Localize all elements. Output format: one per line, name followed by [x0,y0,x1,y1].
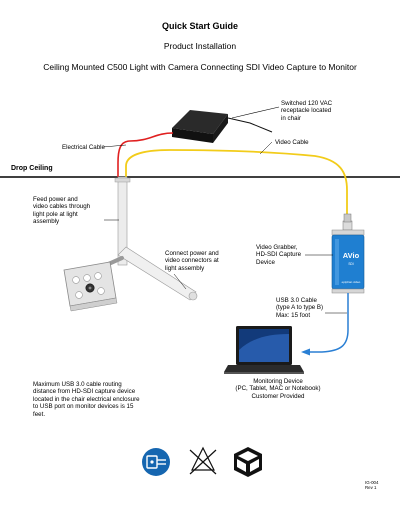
device-brand: AVio [343,251,360,260]
video-grabber-icon: AVio SDI epiphan video [331,213,365,294]
usb-cable [310,293,349,353]
power-adapter-icon [172,110,273,143]
video-cable [125,149,348,222]
diagram-subtitle: Ceiling Mounted C500 Light with Camera C… [43,62,357,72]
device-maker: epiphan video [342,280,361,284]
electrical-cable [117,132,174,177]
electrical-connection-icon [142,448,170,476]
feed-power-label: Feed power and video cables through ligh… [33,196,91,226]
drop-ceiling-label: Drop Ceiling [11,165,53,172]
do-not-recycle-icon [189,446,217,475]
usb-cable-label: USB 3.0 Cable (type A to type B) Max: 15… [276,297,324,319]
laptop-icon [224,326,304,374]
page-title: Quick Start Guide [161,21,239,31]
device-model: SDI [348,262,353,266]
connect-power-label: Connect power and video connectors at li… [165,250,219,272]
handling-care-icon [234,447,262,477]
video-cable-label: Video Cable [275,139,309,146]
max-usb-note: Maximum USB 3.0 cable routing distance f… [33,381,140,418]
doc-id: IG-004 Rev 1 [365,480,379,491]
electrical-cable-label: Electrical Cable [62,144,105,151]
video-grabber-label: Video Grabber, HD-SDI Capture Device [256,244,302,266]
light-pole [102,176,198,301]
section-title: Product Installation [163,41,237,51]
switched-power-label: Switched 120 VAC receptacle located in c… [281,100,333,122]
monitoring-device-label: Monitoring Device (PC, Tablet, MAC or No… [235,378,321,400]
c500-light-head-icon [63,261,118,312]
